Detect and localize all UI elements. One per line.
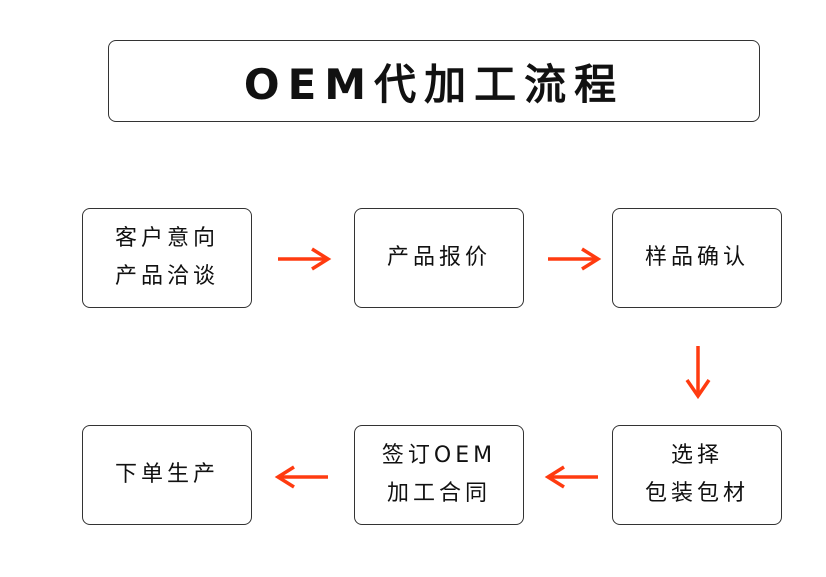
step-line: 包装包材 bbox=[644, 481, 749, 506]
step-line: 产品报价 bbox=[386, 245, 491, 270]
step-packaging: 选择 包装包材 bbox=[612, 425, 782, 525]
title-box: OEM代加工流程 bbox=[108, 40, 760, 122]
step-line: 下单生产 bbox=[114, 462, 219, 487]
step-production: 下单生产 bbox=[82, 425, 252, 525]
arrow-right-icon bbox=[276, 247, 332, 271]
step-contract: 签订OEM 加工合同 bbox=[354, 425, 524, 525]
step-line: 样品确认 bbox=[644, 245, 749, 270]
step-customer-intent: 客户意向 产品洽谈 bbox=[82, 208, 252, 308]
step-sample-confirm: 样品确认 bbox=[612, 208, 782, 308]
arrow-left-icon bbox=[274, 465, 330, 489]
step-line: 产品洽谈 bbox=[114, 264, 219, 289]
arrow-down-icon bbox=[685, 344, 711, 400]
step-line: 加工合同 bbox=[386, 481, 491, 506]
arrow-right-icon bbox=[546, 247, 602, 271]
step-line: 客户意向 bbox=[114, 226, 219, 251]
step-line: 签订OEM bbox=[381, 443, 497, 468]
step-quotation: 产品报价 bbox=[354, 208, 524, 308]
step-line: 选择 bbox=[670, 443, 723, 468]
arrow-left-icon bbox=[544, 465, 600, 489]
page-title: OEM代加工流程 bbox=[243, 59, 625, 109]
